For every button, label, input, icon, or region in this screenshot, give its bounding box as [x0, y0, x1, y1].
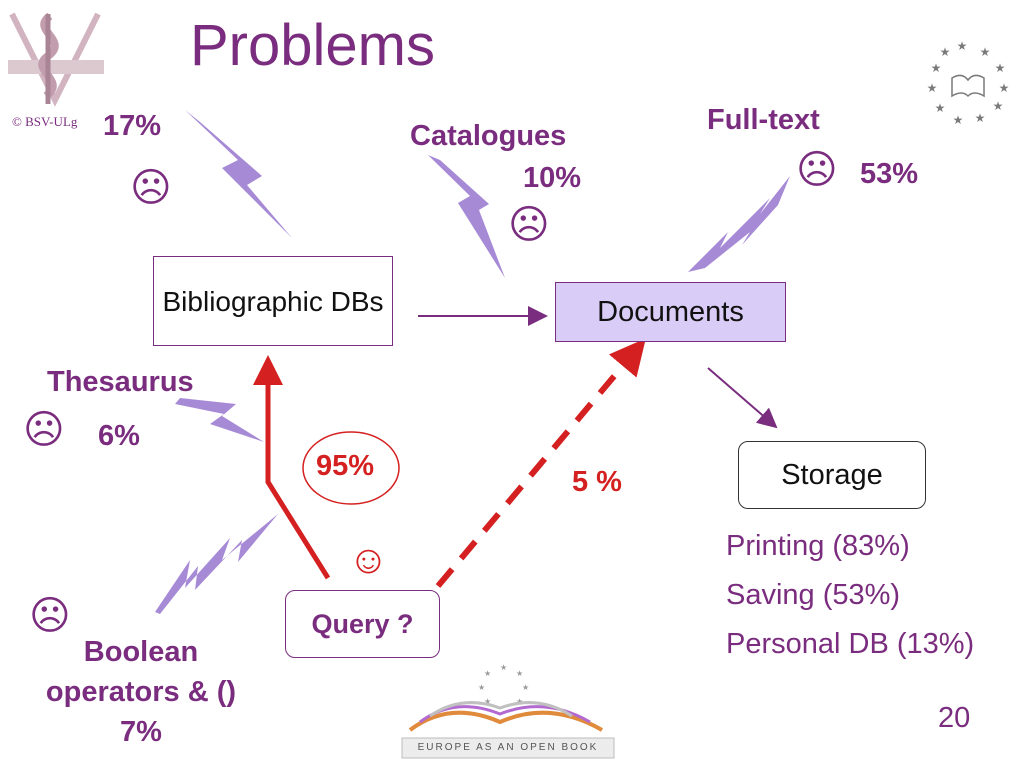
svg-text:★: ★	[957, 39, 968, 53]
boolean-label-line2: operators & ()	[45, 676, 237, 708]
svg-text:★: ★	[940, 45, 951, 59]
sad-face-icon: ☹	[508, 203, 550, 247]
svg-text:★: ★	[927, 81, 938, 95]
lightning-bolt-fulltext	[688, 176, 790, 272]
storage-box: Storage	[738, 441, 926, 509]
boolean-percent: 7%	[120, 716, 162, 748]
storage-use-personal-db: Personal DB (13%)	[726, 628, 975, 660]
sad-face-icon: ☹	[29, 594, 71, 638]
documents-box: Documents	[555, 282, 786, 342]
svg-text:★: ★	[993, 99, 1004, 113]
sad-face-icon: ☹	[23, 408, 65, 452]
boolean-block: Boolean operators & () 7%	[0, 632, 282, 752]
lightning-bolt-thesaurus	[175, 398, 264, 442]
open-book-logo: ★ ★ ★ ★ ★ ★ ★	[401, 663, 615, 759]
svg-text:★: ★	[484, 669, 491, 678]
red-path-to-bibliographic	[253, 355, 331, 580]
top-left-percent: 17%	[103, 110, 162, 142]
query-box: Query ?	[285, 590, 440, 658]
lightning-bolt-boolean	[155, 514, 278, 614]
catalogues-percent: 10%	[523, 162, 582, 194]
storage-label: Storage	[781, 458, 883, 491]
documents-label: Documents	[597, 295, 744, 328]
eu-stars-logo: ★ ★ ★ ★ ★ ★ ★ ★ ★ ★ ★	[927, 39, 1010, 127]
svg-text:★: ★	[995, 61, 1006, 75]
svg-text:★: ★	[478, 683, 485, 692]
sad-face-icon: ☹	[130, 166, 172, 210]
red-dashed-path-to-documents	[435, 338, 646, 588]
svg-text:★: ★	[953, 113, 964, 127]
thesaurus-percent: 6%	[98, 420, 140, 452]
page-title: Problems	[190, 13, 435, 78]
boolean-label-line1: Boolean	[83, 636, 199, 668]
query-label: Query ?	[311, 608, 414, 639]
bsv-ulg-logo	[8, 12, 104, 107]
svg-text:★: ★	[935, 101, 946, 115]
svg-text:★: ★	[522, 683, 529, 692]
svg-text:★: ★	[980, 45, 991, 59]
arrow-docs-to-storage	[707, 367, 778, 429]
svg-text:★: ★	[931, 61, 942, 75]
storage-use-saving: Saving (53%)	[726, 579, 901, 611]
svg-text:★: ★	[516, 669, 523, 678]
sad-face-icon: ☹	[796, 148, 838, 192]
bibliographic-dbs-box: Bibliographic DBs	[153, 256, 393, 346]
svg-text:★: ★	[975, 111, 986, 125]
percent-95-ellipse	[302, 431, 400, 505]
storage-use-printing: Printing (83%)	[726, 530, 910, 562]
thesaurus-label: Thesaurus	[47, 366, 194, 398]
logo-banner-text: EUROPE AS AN OPEN BOOK	[417, 742, 599, 753]
lightning-bolt-top-left	[185, 110, 292, 238]
catalogues-label: Catalogues	[410, 120, 567, 152]
lightning-bolt-catalogues	[428, 155, 505, 278]
happy-face-icon: ☺	[348, 538, 389, 582]
copyright-text: © BSV-ULg	[12, 114, 78, 129]
svg-text:★: ★	[500, 663, 507, 672]
documents-path-percent: 5 %	[572, 466, 622, 498]
fulltext-label: Full-text	[707, 104, 820, 136]
fulltext-percent: 53%	[860, 158, 919, 190]
svg-text:★: ★	[999, 81, 1010, 95]
svg-text:★: ★	[516, 697, 523, 706]
svg-text:★: ★	[484, 697, 491, 706]
page-number: 20	[938, 702, 971, 734]
bibliographic-path-percent: 95%	[316, 450, 375, 482]
bibliographic-dbs-label: Bibliographic DBs	[162, 285, 384, 317]
